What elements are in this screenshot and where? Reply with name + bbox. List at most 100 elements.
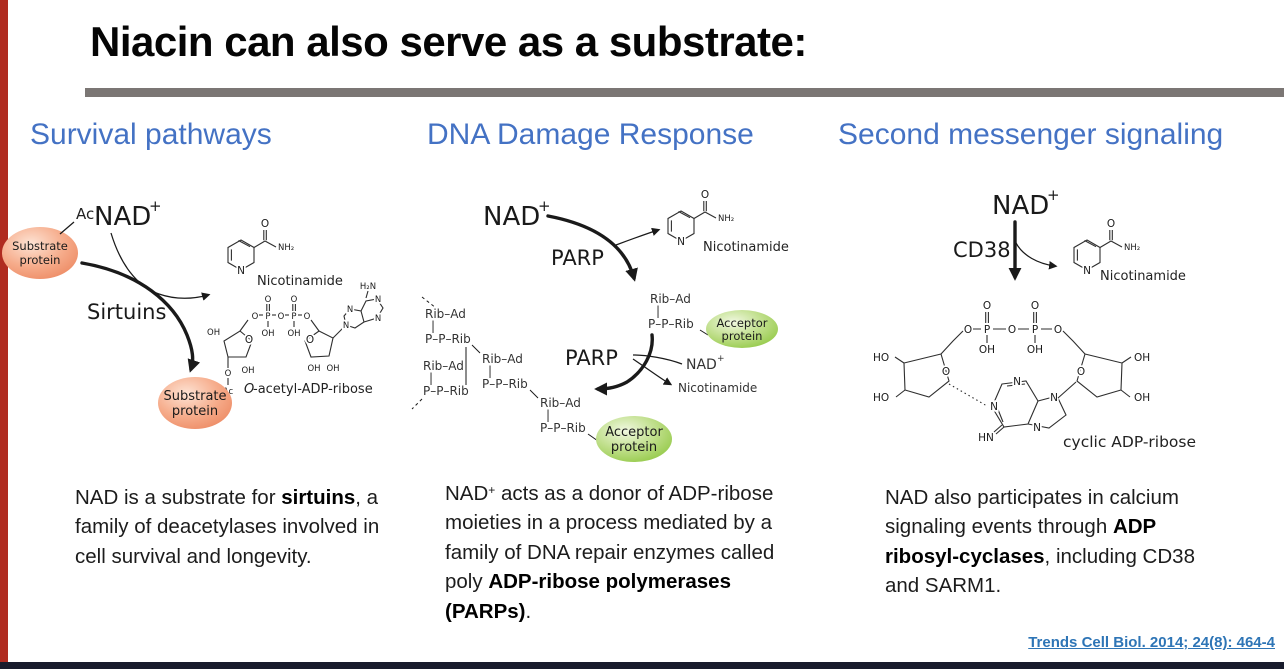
svg-text:H₂N: H₂N xyxy=(360,282,376,292)
nicotinamide-text: Nicotinamide xyxy=(678,381,757,395)
svg-text:O: O xyxy=(1077,366,1085,378)
nad-small: NAD xyxy=(686,357,717,373)
nicotinamide-structure: N O NH₂ xyxy=(667,189,734,250)
slide-title: Niacin can also serve as a substrate: xyxy=(90,18,807,65)
svg-text:|: | xyxy=(431,319,435,333)
survival-pathways-diagram: Substrate protein Ac NAD + Sirtuins N O … xyxy=(2,197,384,429)
svg-text:P: P xyxy=(291,312,296,322)
oaadpr-label: -acetyl-ADP-ribose xyxy=(253,382,373,397)
svg-text:P–P–Rib: P–P–Rib xyxy=(482,377,528,391)
svg-text:P: P xyxy=(1032,324,1038,336)
parp-arrow-1 xyxy=(546,214,638,282)
svg-text:protein: protein xyxy=(611,440,657,455)
svg-text:HO: HO xyxy=(873,352,889,364)
svg-text:N: N xyxy=(375,295,381,305)
svg-text:N: N xyxy=(1013,376,1021,388)
cadpr-label: cyclic ADP-ribose xyxy=(1063,433,1196,451)
substrate-protein-label: Substrate xyxy=(12,239,68,253)
nad-label: NAD xyxy=(483,202,540,232)
poly-adp-ribose-chain: Rib–Ad | P–P–Rib Rib–Ad | P–P–Rib Rib–Ad… xyxy=(411,296,599,442)
svg-text:N: N xyxy=(343,321,349,331)
svg-text:HN: HN xyxy=(978,432,994,444)
nicotinamide-structure: N O NH₂ xyxy=(227,218,294,279)
svg-text:O: O xyxy=(225,369,232,379)
svg-text:O: O xyxy=(291,295,298,305)
svg-text:O: O xyxy=(964,324,972,336)
svg-text:Rib–Ad: Rib–Ad xyxy=(650,292,691,306)
heading-second-messenger: Second messenger signaling xyxy=(838,118,1224,151)
svg-text:|: | xyxy=(429,371,433,385)
svg-text:O: O xyxy=(1008,324,1016,336)
to-nicotinamide-arrow xyxy=(1014,240,1058,270)
svg-text:O: O xyxy=(983,300,991,312)
svg-text:N: N xyxy=(375,314,381,324)
svg-text:N: N xyxy=(347,305,353,315)
nad-plus: + xyxy=(538,197,551,215)
svg-text:|: | xyxy=(656,304,660,318)
heading-dna-damage-response: DNA Damage Response xyxy=(427,118,754,151)
svg-text:OH: OH xyxy=(1027,344,1043,356)
ac-bond xyxy=(59,221,75,235)
svg-text:O: O xyxy=(306,334,314,346)
nicotinamide-label: Nicotinamide xyxy=(1100,269,1186,284)
svg-text:Substrate: Substrate xyxy=(163,389,226,404)
svg-text:N: N xyxy=(990,401,998,413)
description-survival: NAD is a substrate for sirtuins, a famil… xyxy=(75,485,380,568)
svg-text:O: O xyxy=(1054,324,1062,336)
nad-label: NAD xyxy=(94,202,151,232)
cd38-label: CD38 xyxy=(953,238,1011,262)
svg-text:Rib–Ad: Rib–Ad xyxy=(540,396,581,410)
nad-plus: + xyxy=(149,197,162,215)
svg-text:O: O xyxy=(304,312,311,322)
ac-label: Ac xyxy=(76,205,94,223)
svg-text:N: N xyxy=(1033,422,1041,434)
svg-text:P–P–Rib: P–P–Rib xyxy=(425,332,471,346)
svg-text:|: | xyxy=(488,364,492,378)
acceptor-protein-ellipse-bottom: Acceptor protein xyxy=(596,416,672,462)
svg-text:O: O xyxy=(265,295,272,305)
svg-text:P–P–Rib: P–P–Rib xyxy=(423,384,469,398)
sirtuins-label: Sirtuins xyxy=(87,300,166,324)
svg-text:P: P xyxy=(984,324,990,336)
nad-plus: + xyxy=(1047,186,1060,204)
svg-text:N: N xyxy=(1083,265,1091,277)
nad-label: NAD xyxy=(992,191,1049,221)
svg-text:HO: HO xyxy=(873,392,889,404)
svg-text:OH: OH xyxy=(1134,392,1150,404)
oaadpr-label-o: O xyxy=(244,382,254,397)
citation-link[interactable]: Trends Cell Biol. 2014; 24(8): 464-4 xyxy=(1028,634,1275,651)
svg-text:OH: OH xyxy=(307,364,320,374)
svg-text:O: O xyxy=(261,218,269,230)
sirtuin-reaction-arrow xyxy=(80,261,201,373)
svg-text:OH: OH xyxy=(207,328,220,338)
svg-text:OH: OH xyxy=(287,329,300,339)
svg-text:P–P–Rib: P–P–Rib xyxy=(540,421,586,435)
to-nicotinamide-arrow xyxy=(615,227,661,246)
svg-text:OH: OH xyxy=(261,329,274,339)
description-second-messenger: NAD also participates in calcium signali… xyxy=(885,485,1195,598)
svg-text:NH₂: NH₂ xyxy=(718,214,734,224)
left-accent-bar xyxy=(0,0,8,669)
svg-text:P: P xyxy=(265,312,270,322)
parp-label-1: PARP xyxy=(551,246,604,270)
svg-text:O: O xyxy=(245,334,253,346)
svg-text:O: O xyxy=(701,189,709,201)
substrate-protein-ellipse-top: Substrate protein xyxy=(2,227,78,279)
svg-text:O: O xyxy=(1031,300,1039,312)
svg-text:N: N xyxy=(1050,392,1058,404)
oaadpr-structure: O OH O Ac OH O P O OH O P O OH O xyxy=(207,282,384,397)
svg-text:N: N xyxy=(237,265,245,277)
svg-text:OH: OH xyxy=(326,364,339,374)
nad-small-plus: + xyxy=(717,354,725,364)
svg-text:protein: protein xyxy=(20,253,61,267)
substrate-protein-ellipse-bottom: Substrate protein xyxy=(158,377,232,429)
svg-text:O: O xyxy=(252,312,259,322)
svg-text:protein: protein xyxy=(722,329,763,343)
acceptor-protein-ellipse-top: Acceptor protein xyxy=(706,310,778,348)
second-messenger-diagram: NAD + CD38 N O NH₂ Nicotinamide O P O P … xyxy=(873,186,1196,451)
dna-damage-response-diagram: NAD + PARP N O NH₂ Nicotinamide Rib–Ad |… xyxy=(411,189,789,462)
svg-text:NH₂: NH₂ xyxy=(1124,243,1140,253)
nad-in-line xyxy=(632,354,683,365)
svg-text:Acceptor: Acceptor xyxy=(605,425,663,440)
